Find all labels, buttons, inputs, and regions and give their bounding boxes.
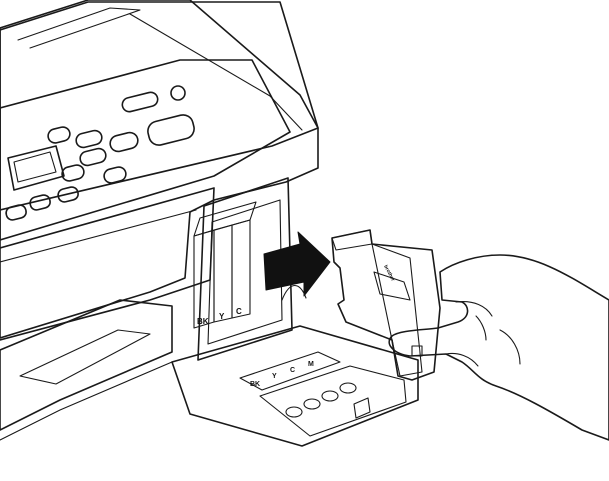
front-shell <box>0 187 215 341</box>
lever-1 <box>285 406 303 418</box>
tray-labels: BK Y C M <box>250 361 314 388</box>
tray-label-c: C <box>290 367 295 374</box>
cartridge-brand-text: brother <box>382 264 396 282</box>
lock-levers <box>285 382 357 418</box>
button-left-2 <box>61 164 85 182</box>
finger-line-2 <box>499 329 521 365</box>
button-nav-up <box>75 129 103 149</box>
cartridge-label-m: M <box>413 347 420 356</box>
arrow-right-icon <box>263 231 331 297</box>
button-start-large <box>147 114 195 146</box>
cartridge-top-edge <box>331 229 373 251</box>
cartridge-bay: BK Y C BK Y C M <box>171 177 419 447</box>
cartridge-tops <box>193 201 257 237</box>
button-row-4 <box>5 204 27 221</box>
knuckle-line <box>475 315 487 341</box>
button-top-long <box>121 91 159 113</box>
lever-4 <box>339 382 357 394</box>
cover-label-strip <box>239 351 341 391</box>
paper-tray-front <box>0 361 173 441</box>
button-row-2 <box>29 194 51 211</box>
control-panel <box>0 59 291 241</box>
panel-buttons <box>5 85 195 221</box>
button-ok <box>109 131 139 153</box>
curved-guide-arrow <box>281 284 307 301</box>
thumb-line <box>455 301 493 317</box>
front-shell-edge <box>0 209 197 263</box>
printer-top-surface <box>0 0 319 339</box>
slot-label-y: Y <box>219 312 225 321</box>
lid-edge <box>17 7 141 49</box>
button-left-1 <box>47 126 71 144</box>
button-nav-down <box>79 147 107 167</box>
cartridge-slot-y <box>213 224 233 323</box>
tray-label-m: M <box>308 361 314 368</box>
button-row-1 <box>103 166 127 184</box>
cartridge-body <box>331 229 441 381</box>
tray-label-bk: BK <box>250 381 260 388</box>
cartridge-slot-c <box>231 219 251 319</box>
printer-body <box>0 0 319 441</box>
lever-3 <box>321 390 339 402</box>
cartridge-cover <box>171 325 419 447</box>
scanner-lid <box>0 1 319 211</box>
paper-tray-inner <box>19 329 151 385</box>
installed-cartridges: BK Y C <box>193 201 257 329</box>
lid-hinge-line <box>129 13 303 131</box>
replacement-cartridge: brother M <box>331 229 441 381</box>
paper-tray <box>0 299 173 431</box>
cartridge-clip <box>373 271 411 301</box>
lever-2 <box>303 398 321 410</box>
finger-line-1 <box>445 352 479 367</box>
cartridge-face <box>371 243 423 377</box>
hand-illustration <box>388 254 609 441</box>
bay-frame <box>197 177 293 361</box>
hand-outline <box>388 254 609 441</box>
cover-lever-area <box>259 365 407 437</box>
tray-label-y: Y <box>272 373 277 380</box>
slot-label-bk: BK <box>197 317 209 326</box>
button-top-round <box>170 85 186 101</box>
lcd-inner <box>13 151 57 183</box>
lcd-display <box>7 145 65 191</box>
bay-cavity <box>207 199 283 345</box>
cover-latch <box>353 397 371 419</box>
insertion-arrow <box>263 231 331 297</box>
slot-label-c: C <box>236 307 242 316</box>
button-row-3 <box>57 186 79 203</box>
